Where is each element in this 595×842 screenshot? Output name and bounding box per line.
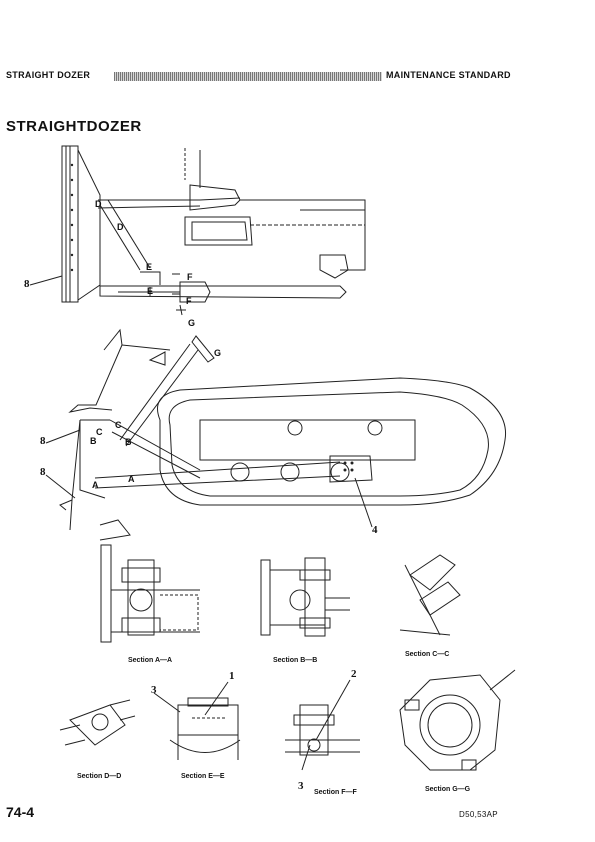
- section-mark-d-lower: D: [117, 222, 124, 232]
- section-dd-drawing: [59, 699, 136, 746]
- leader-3-bottom: [301, 744, 311, 771]
- section-ff-drawing: [285, 704, 360, 756]
- section-gg-drawing: [399, 669, 516, 771]
- section-mark-a-right: A: [128, 474, 135, 484]
- caption-section-gg: Section G—G: [425, 786, 471, 793]
- section-mark-b-lower: B: [90, 436, 97, 446]
- section-mark-c-lower: C: [96, 427, 103, 437]
- section-mark-b-upper: B: [125, 437, 132, 447]
- section-mark-a-left: A: [92, 480, 99, 490]
- callout-1: 1: [229, 670, 235, 682]
- caption-section-ee: Section E—E: [181, 773, 225, 780]
- leader-1: [204, 681, 229, 716]
- caption-section-cc: Section C—C: [405, 651, 450, 658]
- caption-section-dd: Section D—D: [77, 773, 122, 780]
- section-mark-d-upper: D: [95, 199, 102, 209]
- section-mark-g-upper: G: [188, 318, 196, 328]
- caption-section-aa: Section A—A: [128, 657, 173, 664]
- callout-8-low: 8: [40, 466, 46, 478]
- leader-8-low: [45, 474, 76, 499]
- callout-8-mid: 8: [40, 435, 46, 447]
- callout-2: 2: [351, 668, 357, 680]
- section-mark-e-lower: E: [147, 286, 154, 296]
- caption-section-ff: Section F—F: [314, 789, 357, 796]
- leader-4: [354, 477, 373, 528]
- section-mark-c-upper: C: [115, 420, 122, 430]
- document-code: D50,53AP: [459, 810, 498, 819]
- caption-section-bb: Section B—B: [273, 657, 318, 664]
- header-right-title: MAINTENANCE STANDARD: [386, 70, 511, 80]
- header-left-title: STRAIGHT DOZER: [6, 70, 91, 80]
- leader-8-top: [29, 275, 63, 286]
- section-mark-g-lower: G: [214, 348, 222, 358]
- section-mark-f-upper: F: [187, 272, 193, 282]
- callout-8-top: 8: [24, 278, 30, 290]
- page-number: 74-4: [6, 804, 35, 820]
- section-mark-f-lower: F: [186, 296, 192, 306]
- section-ee-drawing: [169, 697, 241, 760]
- top-view-drawing: [61, 145, 366, 316]
- callout-3-left: 3: [151, 684, 157, 696]
- side-view-drawing: [59, 328, 507, 541]
- leader-8-mid: [45, 429, 81, 444]
- callout-4: 4: [372, 524, 378, 536]
- page-title: STRAIGHTDOZER: [6, 118, 142, 135]
- leader-3-left: [153, 692, 181, 713]
- section-bb-drawing: [260, 557, 350, 637]
- section-aa-drawing: [100, 544, 200, 643]
- leader-2: [315, 679, 351, 741]
- section-mark-e-upper: E: [146, 262, 153, 272]
- callout-3-bottom: 3: [298, 780, 304, 792]
- section-cc-drawing: [399, 554, 461, 636]
- header-rule: [114, 72, 382, 81]
